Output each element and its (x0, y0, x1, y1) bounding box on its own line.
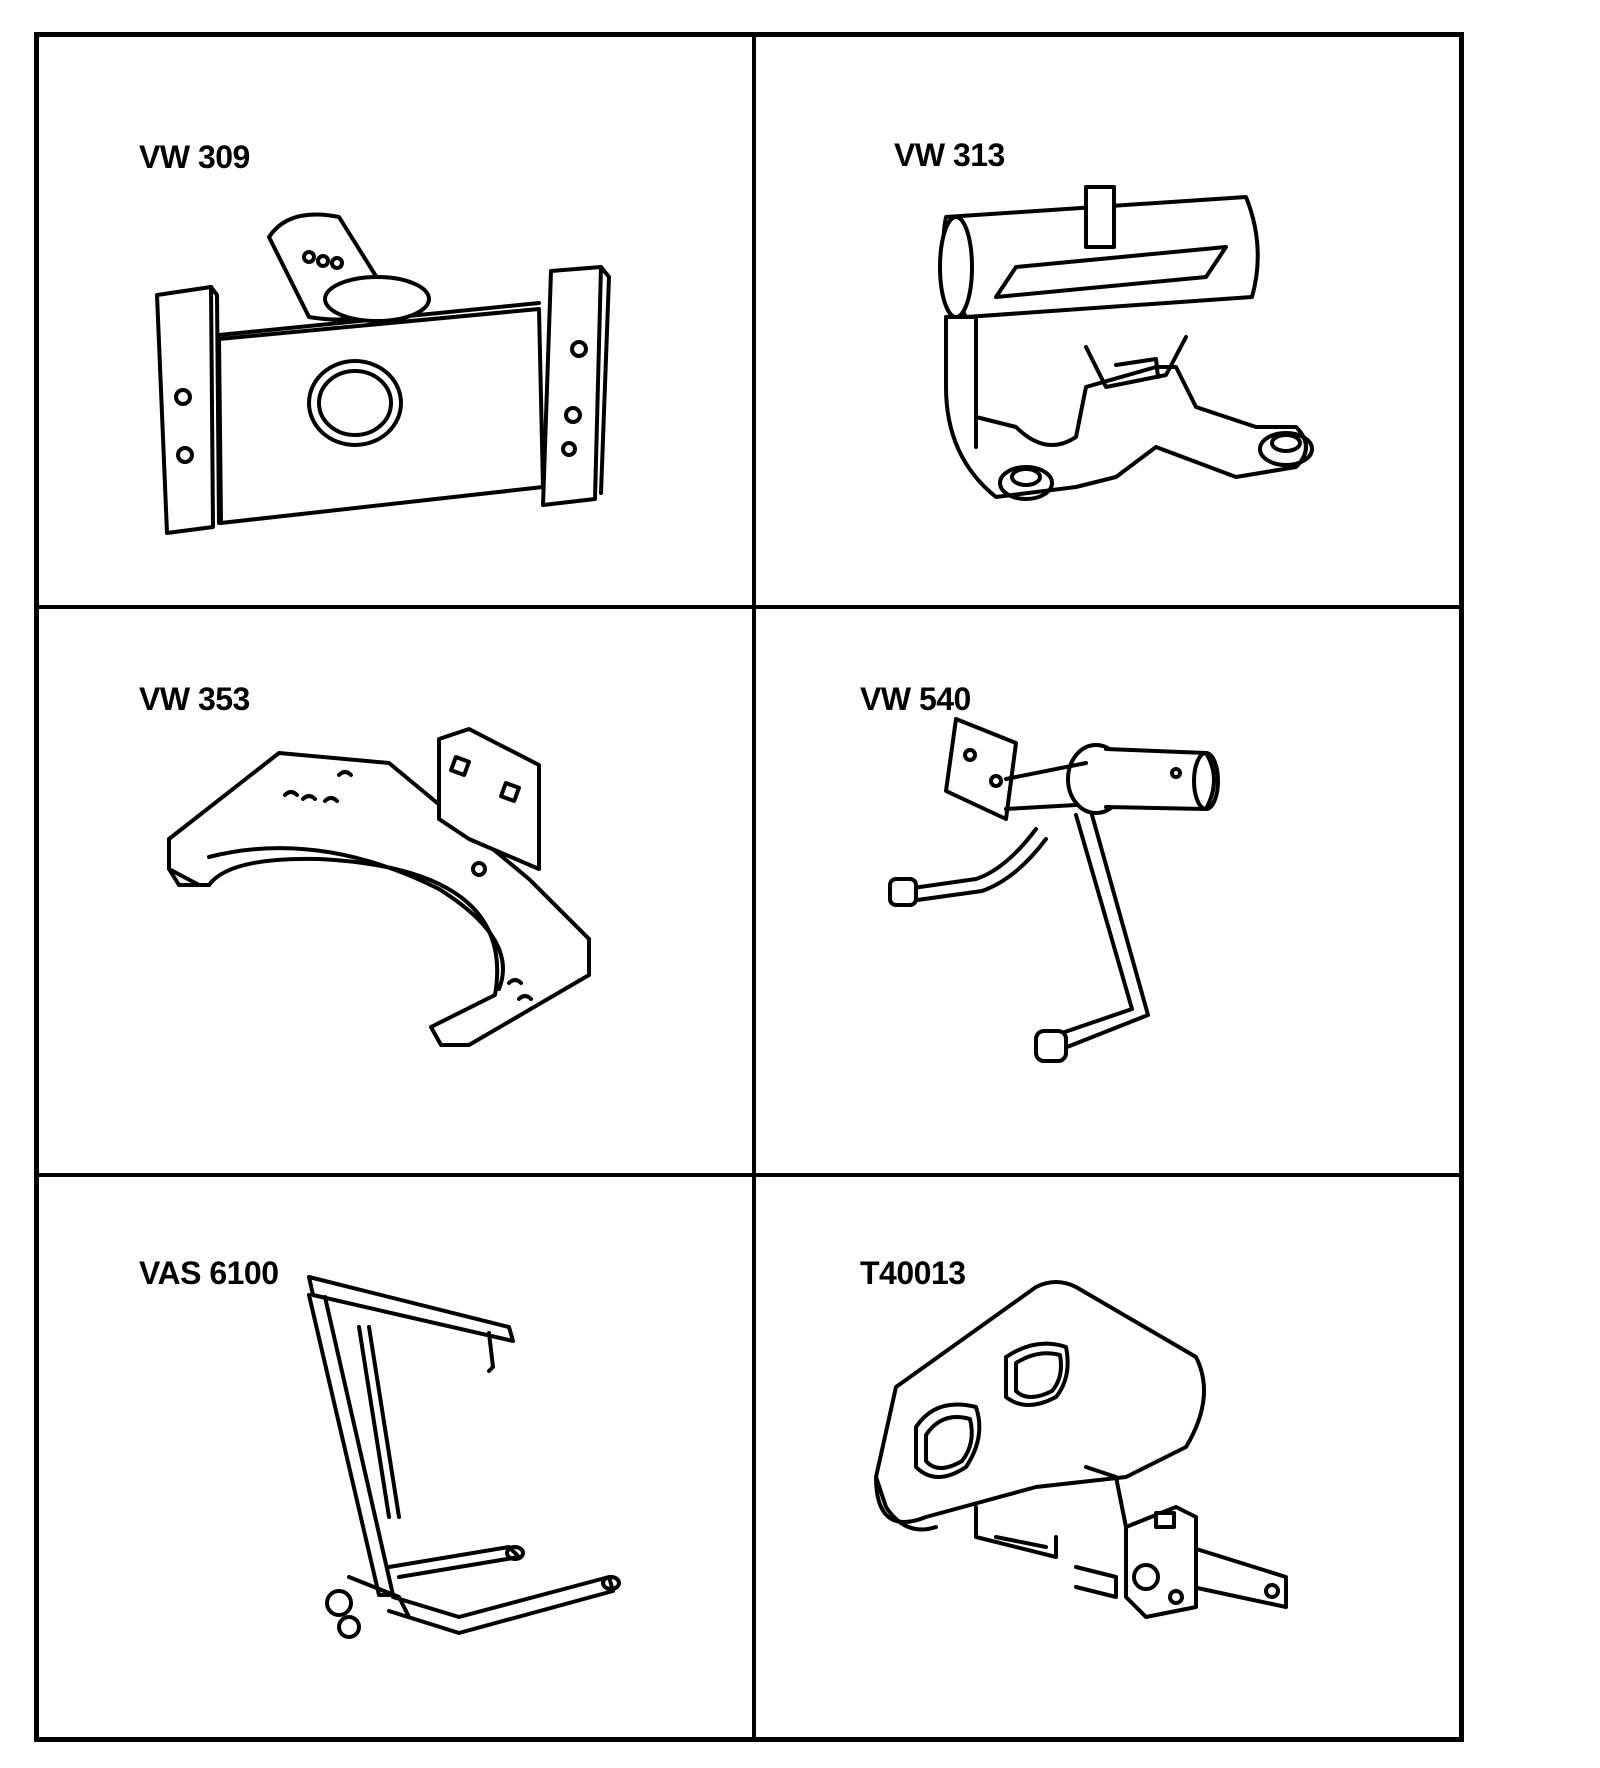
column-divider (752, 37, 756, 1737)
tool-label: VW 540 (860, 681, 971, 717)
row-divider-1 (39, 605, 1459, 609)
tool-cell-vw-309: VW 309 (39, 37, 752, 605)
tool-table: VW 309 VW 313 (34, 32, 1464, 1742)
tool-label: VW 309 (139, 139, 250, 175)
tool-cell-vw-353: VW 353 (39, 609, 752, 1173)
engine-support-bracket-icon (139, 187, 699, 587)
workshop-crane-icon (309, 1277, 679, 1657)
tool-cell-vw-540: VW 540 (756, 609, 1469, 1173)
tool-label: VW 353 (139, 681, 250, 717)
tool-label: T40013 (860, 1255, 966, 1291)
engine-mount-block-icon (936, 187, 1366, 537)
tool-cell-vw-313: VW 313 (756, 37, 1469, 605)
tool-cell-t40013: T40013 (756, 1177, 1469, 1742)
row-divider-2 (39, 1173, 1459, 1177)
tool-cell-vas-6100: VAS 6100 (39, 1177, 752, 1742)
semicircular-adapter-plate-icon (169, 729, 619, 1059)
tool-label: VW 313 (894, 137, 1005, 173)
bent-arm-holder-icon (886, 719, 1356, 1119)
camshaft-locking-plate-icon (866, 1277, 1316, 1647)
tool-label: VAS 6100 (139, 1255, 279, 1291)
